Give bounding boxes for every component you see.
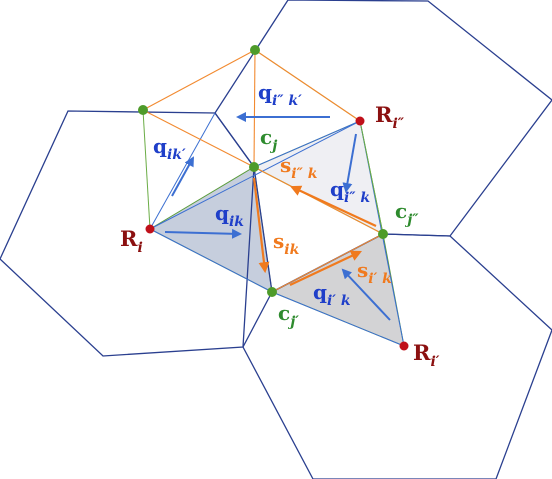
r-node-i1	[399, 341, 409, 351]
r-node-i2	[355, 116, 365, 126]
label-s-i1k: si′ k	[357, 258, 392, 287]
label-q-i2k: qi″ k	[330, 177, 370, 206]
c-node-top	[250, 45, 260, 55]
s-ik-arrow	[252, 177, 270, 274]
c-nodes	[138, 45, 388, 297]
label-q-ik1: qik′	[153, 134, 186, 163]
c-node-j	[249, 162, 259, 172]
hexagon-bottom	[242, 233, 552, 479]
label-R-i1: Ri′	[413, 340, 440, 370]
c-node-j1	[267, 287, 277, 297]
label-c-j1: cj′	[278, 301, 299, 330]
label-q-i2k1: qi″ k′	[258, 80, 302, 109]
s-vectors	[252, 177, 377, 286]
label-R-i2: Ri″	[375, 102, 405, 132]
q-ik1-arrow	[171, 156, 194, 197]
label-q-i1k: qi′ k	[313, 280, 351, 309]
label-s-i2k: si″ k	[280, 153, 318, 182]
label-s-ik: sik	[273, 229, 300, 258]
orange-edges	[142, 49, 384, 293]
triangle-dark	[148, 166, 273, 293]
s-i1k-arrow	[289, 250, 362, 286]
s-i2k-arrow	[290, 185, 377, 227]
r-nodes	[145, 116, 409, 351]
label-c-j: cj	[260, 125, 277, 154]
r-node-i	[145, 224, 155, 234]
label-R-i: Ri	[120, 226, 143, 256]
q-ik-arrow	[164, 228, 242, 239]
q-vectors	[164, 112, 391, 321]
c-node-j2	[378, 229, 388, 239]
label-q-ik: qik	[215, 201, 244, 230]
label-c-j2: cj″	[395, 199, 419, 228]
c-node-left	[138, 105, 148, 115]
q-i1k-arrow	[341, 268, 391, 321]
q-i2k-arrow	[342, 133, 357, 193]
